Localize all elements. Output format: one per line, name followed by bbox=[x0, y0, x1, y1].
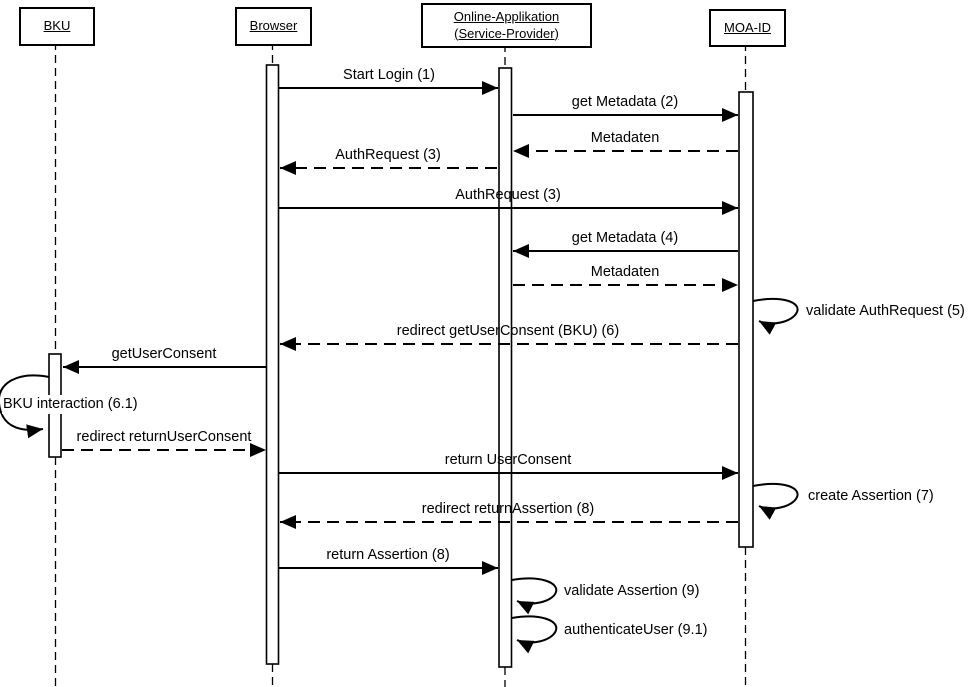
message-label-metadaten-1: Metadaten bbox=[590, 130, 660, 146]
selfloop-authenticateuser bbox=[511, 615, 558, 654]
actor-box-online-applikation: Online-Applikation (Service-Provider) bbox=[421, 3, 592, 48]
message-label-authrequest-redirect: AuthRequest (3) bbox=[335, 147, 441, 163]
message-label-validate-authrequest: validate AuthRequest (5) bbox=[806, 303, 965, 319]
message-label-return-userconsent: return UserConsent bbox=[444, 452, 572, 468]
message-label-bku-interaction: BKU interaction (6.1) bbox=[2, 395, 139, 414]
message-label-return-assertion: return Assertion (8) bbox=[326, 547, 450, 563]
actor-label-bku: BKU bbox=[43, 18, 71, 34]
message-label-redirect-returnuserconsent: redirect returnUserConsent bbox=[76, 429, 252, 445]
message-label-get-metadata-4: get Metadata (4) bbox=[571, 230, 679, 246]
message-label-metadaten-2: Metadaten bbox=[590, 264, 660, 280]
message-label-get-metadata-2: get Metadata (2) bbox=[571, 94, 679, 110]
message-label-create-assertion: create Assertion (7) bbox=[808, 488, 934, 504]
actor-label-browser: Browser bbox=[249, 18, 298, 34]
message-label-redirect-getuserconsent: redirect getUserConsent (BKU) (6) bbox=[396, 323, 620, 339]
selfloop-create-assertion bbox=[752, 482, 799, 520]
message-label-getuserconsent: getUserConsent bbox=[111, 346, 217, 362]
message-label-start-login: Start Login (1) bbox=[343, 67, 435, 83]
message-label-redirect-returnassertion: redirect returnAssertion (8) bbox=[421, 501, 595, 517]
message-label-authrequest-forward: AuthRequest (3) bbox=[455, 187, 561, 203]
activation-moa-id bbox=[738, 91, 754, 548]
actor-box-moa-id: MOA-ID bbox=[709, 9, 786, 47]
activation-browser bbox=[265, 64, 280, 665]
selfloop-bku-interaction bbox=[0, 374, 50, 439]
activation-online-applikation bbox=[498, 67, 513, 668]
actor-label-online-applikation: Online-Applikation (Service-Provider) bbox=[453, 8, 560, 41]
actor-label-moa-id: MOA-ID bbox=[724, 19, 771, 35]
actor-box-browser: Browser bbox=[235, 7, 312, 46]
selfloop-validate-assertion bbox=[511, 577, 558, 615]
selfloop-validate-authrequest bbox=[752, 297, 799, 335]
actor-box-bku: BKU bbox=[19, 7, 95, 46]
message-label-validate-assertion: validate Assertion (9) bbox=[564, 583, 700, 599]
message-label-authenticateuser: authenticateUser (9.1) bbox=[564, 622, 708, 638]
